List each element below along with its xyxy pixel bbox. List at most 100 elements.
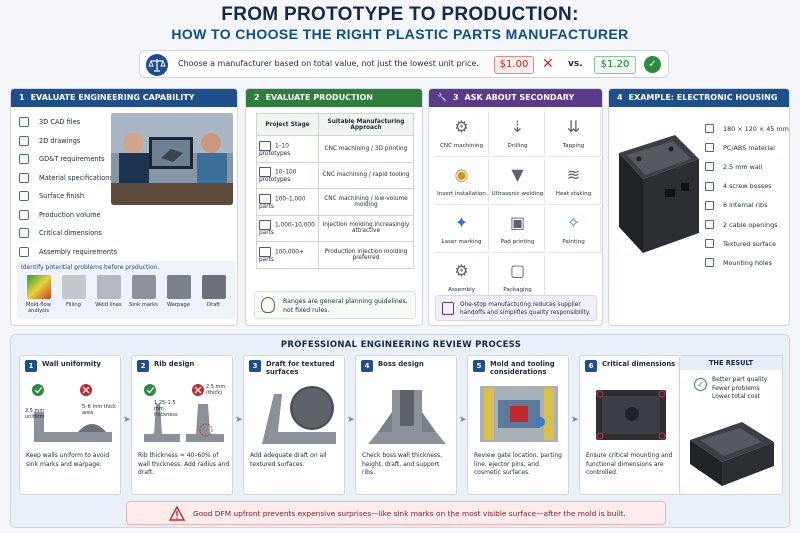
spec-item: 4 screw bosses — [705, 177, 789, 196]
list-item-label: Critical dimensions — [39, 229, 102, 238]
spec-item: 6 internal ribs — [705, 196, 789, 215]
step-title: Draft for textured surfaces — [266, 360, 335, 376]
stage-cell: 1–10 prototypes — [256, 135, 319, 163]
spec-item: 2 cable openings — [705, 215, 789, 234]
step-description: Check boss wall thickness, height, draft… — [362, 452, 443, 477]
insert-icon: ◉ — [454, 165, 469, 184]
list-item: Material specifications — [19, 169, 117, 188]
step-number: 1 — [25, 360, 37, 372]
production-table: Project Stage Suitable Manufacturing App… — [256, 113, 415, 269]
pallet-icon — [259, 246, 271, 257]
thumb-mold-flow: Mold-flow analysis — [21, 275, 56, 314]
scale-icon — [146, 54, 168, 76]
dimensions-icon — [705, 124, 714, 134]
label-thick-area: 5–6 mm thick area — [82, 404, 116, 416]
filling-image — [61, 275, 86, 299]
value-banner: Choose a manufacturer based on total val… — [139, 50, 669, 78]
x-icon: ✕ — [542, 56, 554, 72]
page-title: FROM PROTOTYPE TO PRODUCTION: — [221, 4, 579, 25]
arrow-icon: ➤ — [459, 415, 467, 425]
step-title: Mold and tooling considerations — [490, 360, 555, 376]
laser-icon: ✦ — [454, 213, 469, 232]
boxes-icon — [259, 220, 271, 231]
op-cnc-machining: ⚙CNC machining — [435, 111, 489, 157]
step-draft-textured: 3 Draft for textured surfaces Add adequa… — [243, 355, 345, 495]
step-number: 4 — [361, 360, 373, 372]
step-number: 5 — [473, 360, 485, 372]
stage-cell: 100–1,000 parts — [256, 188, 319, 216]
mold-diagram — [480, 386, 558, 442]
step-description: Review gate location, parting line, ejec… — [474, 452, 562, 477]
approach-cell: CNC machining / rapid tooling — [317, 161, 415, 189]
op-tapping: ⇊Tapping — [547, 111, 601, 157]
spec-item: PC/ABS material — [705, 138, 789, 157]
op-insert-installation: ◉Insert installation — [435, 159, 489, 205]
lightbulb-icon — [261, 297, 275, 313]
box-icon: ▢ — [509, 261, 526, 280]
list-item-label: 2D drawings — [39, 136, 81, 145]
factory-icon — [19, 209, 29, 220]
step-title: Rib design — [154, 360, 195, 368]
draft-diagram — [262, 386, 336, 444]
op-pad-printing: ▣Pad printing — [491, 207, 545, 253]
list-item: Assembly requirements — [19, 243, 117, 262]
note-text: One-stop manufacturing reduces supplier … — [460, 302, 591, 316]
op-ultrasonic-welding: ▼Ultrasonic welding — [491, 159, 545, 205]
cnc-icon: ⚙ — [454, 117, 469, 136]
list-item: GD&T requirements — [19, 150, 117, 169]
label-thick: 2.5 mm (thick) — [206, 384, 226, 396]
cable-icon — [705, 220, 714, 230]
panel-number: 1 — [19, 93, 25, 102]
approach-cell: Injection molding increasingly attractiv… — [317, 214, 415, 242]
assembly-icon: ⚙ — [454, 261, 469, 280]
thumb-label: Warpage — [166, 302, 191, 308]
spec-item: 180 × 120 × 45 mm — [705, 119, 789, 138]
rib-diagram — [144, 384, 224, 442]
page-subtitle: HOW TO CHOOSE THE RIGHT PLASTIC PARTS MA… — [171, 26, 629, 42]
op-painting: ✧Painting — [547, 207, 601, 253]
engineers-photo — [111, 113, 233, 205]
ultrasonic-icon: ▼ — [511, 165, 524, 184]
approach-cell: CNC machining / 3D printing — [317, 135, 415, 163]
result-line: Lower total cost — [712, 393, 760, 400]
panel-title: EVALUATE ENGINEERING CAPABILITY — [30, 93, 195, 102]
thumb-warpage: Warpage — [161, 275, 196, 314]
weld-lines-image — [96, 275, 121, 299]
checklist-icon — [442, 302, 454, 315]
col-project-stage: Project Stage — [256, 113, 319, 136]
thumb-sink-marks: Sink marks — [126, 275, 161, 314]
list-item: Critical dimensions — [19, 224, 117, 243]
gears-icon — [19, 246, 29, 257]
thumb-label: Weld lines — [95, 302, 122, 308]
thumb-label: Draft — [206, 302, 221, 308]
review-title: PROFESSIONAL ENGINEERING REVIEW PROCESS — [280, 340, 522, 350]
panel-title: EXAMPLE: ELECTRONIC HOUSING — [628, 93, 778, 102]
spec-item: Textured surface — [705, 234, 789, 253]
stage-cell: 100,000+ parts — [256, 241, 319, 269]
draft-image — [201, 275, 226, 299]
result-lines: Better part quality Fewer problems Lower… — [712, 376, 767, 402]
drill-icon: ⇣ — [510, 117, 525, 136]
wrench-icon: 🔧 — [437, 93, 447, 102]
price-low: $1.00 — [494, 56, 534, 74]
panel-title: ASK ABOUT SECONDARY OPERATIONS — [437, 93, 575, 120]
planning-note: Ranges are general planning guidelines, … — [254, 291, 416, 319]
arrow-icon: ➤ — [571, 415, 579, 425]
parts-icon — [259, 167, 271, 178]
sink-marks-image — [131, 275, 156, 299]
screw-icon — [705, 181, 714, 191]
step-description: Keep walls uniform to avoid sink marks a… — [26, 452, 110, 468]
operations-grid: ⚙CNC machining ⇣Drilling ⇊Tapping ◉Inser… — [435, 111, 601, 301]
list-item: Production volume — [19, 206, 117, 225]
vs-label: vs. — [568, 59, 583, 69]
stage-cell: 10–100 prototypes — [256, 161, 319, 189]
result-title: THE RESULT — [680, 356, 782, 370]
thumb-draft: Draft — [196, 275, 231, 314]
step-number: 3 — [249, 360, 261, 372]
